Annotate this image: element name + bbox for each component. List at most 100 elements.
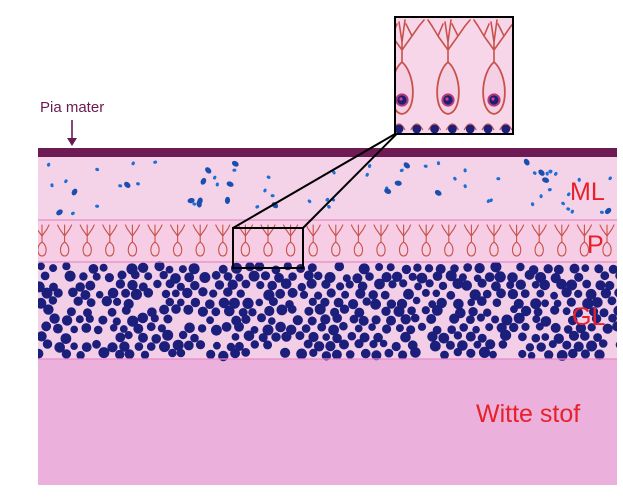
granule-dot-icon: [81, 342, 92, 352]
granule-dot-icon: [602, 323, 613, 334]
stellate-cell: [95, 167, 100, 172]
stellate-cell: [95, 204, 100, 208]
stellate-cell: [365, 172, 369, 177]
granule-dot-icon: [358, 315, 369, 326]
granule-dot-icon: [104, 273, 114, 283]
purkinje-neuron-icon: [463, 224, 479, 257]
granule-dot-icon: [445, 340, 455, 350]
white-matter-layer: [38, 359, 617, 485]
granule-dot-icon: [520, 289, 530, 298]
stellate-cell: [46, 162, 51, 167]
granule-dot-icon: [568, 348, 578, 359]
granule-dot-icon: [70, 342, 78, 351]
stellate-cell: [200, 177, 207, 185]
granule-dot-icon: [413, 263, 422, 272]
granule-dot-icon: [440, 350, 449, 360]
granule-dot-icon: [342, 274, 351, 283]
granule-dot-icon: [262, 324, 274, 336]
arrow-down-icon: [67, 120, 77, 146]
inset-layer-curve: [499, 123, 513, 131]
granule-dot-icon: [417, 322, 427, 331]
granule-dot-icon: [182, 287, 193, 299]
purkinje-neuron-icon: [102, 224, 118, 257]
granule-dot-icon: [146, 342, 156, 351]
purkinje-neuron-icon: [192, 224, 208, 257]
granule-dot-icon: [206, 349, 216, 359]
granule-dot-icon: [107, 307, 117, 317]
granule-dot-icon: [536, 289, 545, 298]
granule-dot-icon: [398, 350, 408, 360]
granule-dot-icon: [496, 288, 506, 299]
granule-dot-icon: [162, 329, 174, 341]
granule-dot-icon: [171, 304, 181, 314]
granule-dot-icon: [362, 297, 371, 306]
granule-dot-icon: [556, 278, 567, 290]
stellate-cell: [547, 188, 552, 192]
granule-dot-icon: [586, 340, 598, 352]
granule-dot-icon: [307, 263, 317, 273]
granule-dot-icon: [183, 340, 194, 351]
purkinje-neuron-icon: [486, 224, 502, 257]
stellate-cell: [192, 202, 197, 206]
granule-dot-icon: [41, 287, 53, 299]
granule-dot-icon: [474, 263, 485, 274]
granule-dot-icon: [49, 264, 58, 273]
granule-dot-icon: [115, 349, 125, 360]
granule-dot-icon: [75, 282, 85, 292]
granule-dot-icon: [553, 333, 564, 344]
granule-dot-icon: [507, 288, 519, 300]
granule-dot-icon: [227, 279, 238, 290]
granule-dot-icon: [303, 270, 314, 281]
granule-dot-icon: [236, 289, 245, 298]
granule-dot-icon: [607, 296, 617, 306]
stellate-cell: [496, 177, 501, 181]
stellate-cell: [213, 175, 217, 180]
stellate-cell: [434, 189, 442, 196]
granule-dot-icon: [550, 322, 561, 333]
granule-dot-icon: [506, 281, 515, 289]
granule-dot-icon: [465, 124, 475, 134]
granule-dot-icon: [582, 279, 592, 289]
purkinje-neuron-icon: [554, 224, 570, 257]
granule-dot-icon: [368, 323, 376, 331]
granule-dot-icon: [287, 287, 298, 298]
granule-dot-icon: [241, 314, 251, 324]
stellate-cell: [215, 182, 219, 187]
granule-dot-icon: [477, 333, 487, 343]
granule-dot-icon: [245, 262, 255, 272]
granule-dot-icon: [140, 350, 150, 360]
granule-dot-icon: [159, 304, 170, 315]
granule-dot-icon: [386, 299, 397, 309]
granule-dot-icon: [371, 315, 381, 325]
granule-dot-icon: [99, 263, 108, 272]
granule-dot-icon: [224, 305, 235, 317]
granule-dot-icon: [248, 270, 260, 282]
granule-dot-icon: [371, 350, 382, 361]
granule-dot-icon: [267, 280, 278, 291]
granule-dot-icon: [109, 324, 118, 332]
granule-dot-icon: [457, 340, 468, 351]
granule-dot-icon: [178, 265, 187, 274]
granule-dot-icon: [205, 299, 215, 310]
granule-dot-icon: [494, 271, 506, 283]
granule-dot-icon: [137, 312, 149, 324]
granule-dot-icon: [446, 290, 456, 300]
granule-dot-icon: [248, 308, 257, 317]
purkinje-neuron-icon: [170, 224, 186, 257]
stellate-cell: [548, 169, 553, 174]
granule-dot-icon: [326, 288, 336, 298]
granule-dot-icon: [260, 271, 271, 281]
granule-dot-icon: [190, 280, 200, 291]
granule-dot-icon: [176, 348, 186, 358]
granule-dot-icon: [276, 304, 288, 316]
stellate-cell: [554, 171, 558, 176]
purkinje-neuron-icon: [509, 224, 525, 257]
granule-dot-icon: [113, 297, 122, 306]
granule-dot-icon: [80, 290, 91, 300]
stellate-cell: [436, 161, 441, 166]
granule-dot-icon: [593, 333, 602, 342]
stellate-cell: [231, 160, 239, 167]
granule-dot-icon: [314, 303, 326, 315]
stellate-cell: [561, 201, 565, 206]
stellate-cell: [384, 188, 392, 194]
